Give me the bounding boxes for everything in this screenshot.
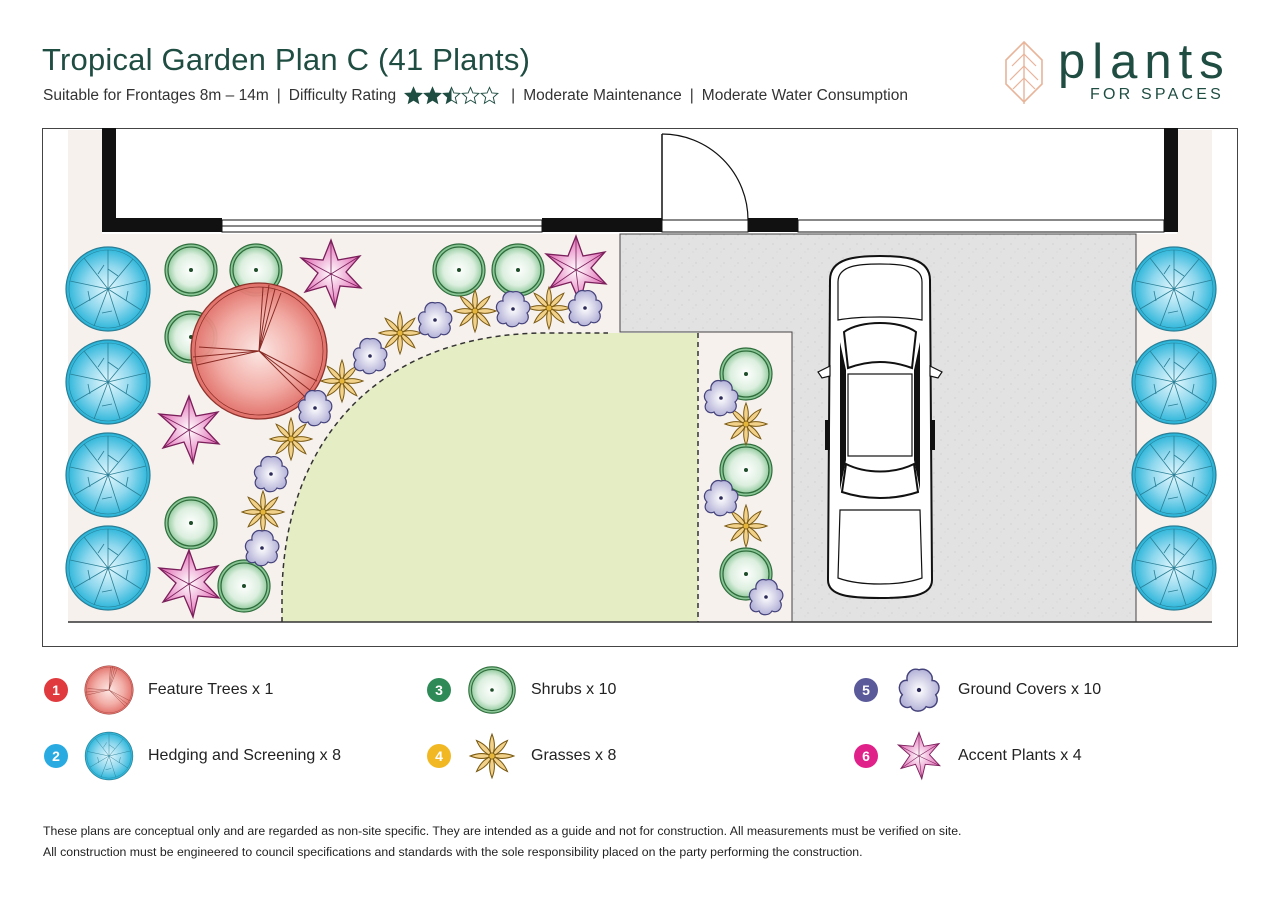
maintenance-text: Moderate Maintenance bbox=[523, 86, 682, 104]
legend-label: Grasses x 8 bbox=[531, 747, 617, 764]
hedge-plant bbox=[65, 339, 151, 425]
house-side-bed-right bbox=[1177, 130, 1212, 234]
legend-label: Ground Covers x 10 bbox=[958, 681, 1102, 698]
grass-plant bbox=[241, 490, 285, 534]
star-icon bbox=[480, 86, 499, 104]
legend-item-shrubs: 3 Shrubs x 10 bbox=[427, 665, 616, 715]
disclaimer-line: These plans are conceptual only and are … bbox=[43, 824, 962, 838]
legend-number: 4 bbox=[427, 744, 451, 768]
door-swing bbox=[661, 133, 749, 221]
logo-subtext: FOR SPACES bbox=[1090, 86, 1224, 103]
separator: | bbox=[511, 86, 516, 104]
star-icon bbox=[442, 86, 461, 104]
legend-label: Feature Trees x 1 bbox=[148, 681, 274, 698]
hedging-icon bbox=[84, 731, 134, 781]
difficulty-label: Difficulty Rating bbox=[288, 86, 397, 104]
shrub-plant bbox=[164, 496, 218, 550]
legend-number: 3 bbox=[427, 678, 451, 702]
lawn-edge bbox=[281, 332, 608, 622]
legend-number: 5 bbox=[854, 678, 878, 702]
hedge-plant bbox=[1131, 246, 1217, 332]
shrub-plant bbox=[432, 243, 486, 297]
water-text: Moderate Water Consumption bbox=[701, 86, 908, 104]
legend-number: 6 bbox=[854, 744, 878, 768]
frontage-text: Suitable for Frontages 8m – 14m bbox=[43, 86, 269, 104]
legend-label: Shrubs x 10 bbox=[531, 681, 617, 698]
grass-plant bbox=[378, 311, 422, 355]
legend-item-feature-trees: 1 Feature Trees x 1 bbox=[44, 665, 273, 715]
shrub-plant bbox=[217, 559, 271, 613]
house-outline bbox=[102, 128, 1178, 233]
hedge-plant bbox=[65, 432, 151, 518]
hedge-plant bbox=[65, 525, 151, 611]
shrub-plant bbox=[164, 243, 218, 297]
hedge-plant bbox=[1131, 432, 1217, 518]
house-side-bed-left bbox=[68, 130, 102, 234]
plan-subtitle: Suitable for Frontages 8m – 14m | Diffic… bbox=[43, 86, 908, 105]
separator: | bbox=[689, 86, 694, 104]
disclaimer-line: All construction must be engineered to c… bbox=[43, 845, 863, 859]
grass-plant bbox=[453, 289, 497, 333]
legend-label: Accent Plants x 4 bbox=[958, 747, 1082, 764]
star-icon bbox=[461, 86, 480, 104]
grass-plant bbox=[269, 417, 313, 461]
legend-number: 1 bbox=[44, 678, 68, 702]
shrub-plant bbox=[491, 243, 545, 297]
brand-logo: plants FOR SPACES bbox=[1004, 35, 1244, 108]
feature-tree-icon bbox=[84, 665, 134, 715]
hedge-plant bbox=[1131, 339, 1217, 425]
star-icon bbox=[423, 86, 442, 104]
separator: | bbox=[276, 86, 281, 104]
legend-item-hedging: 2 Hedging and Screening x 8 bbox=[44, 731, 341, 781]
legend-item-ground-covers: 5 Ground Covers x 10 bbox=[854, 665, 1101, 715]
legend-number: 2 bbox=[44, 744, 68, 768]
garden-plan bbox=[42, 128, 1238, 647]
groundcover-icon bbox=[898, 668, 940, 712]
star-icon bbox=[404, 86, 423, 104]
legend-label: Hedging and Screening x 8 bbox=[148, 747, 342, 764]
leaf-logo-icon bbox=[1005, 40, 1043, 104]
disclaimer: These plans are conceptual only and are … bbox=[43, 821, 961, 863]
page-title: Tropical Garden Plan C (41 Plants) bbox=[42, 42, 531, 77]
car-icon bbox=[817, 254, 943, 600]
hedge-plant bbox=[1131, 525, 1217, 611]
accent-plant-icon bbox=[897, 731, 941, 780]
legend-item-accent-plants: 6 Accent Plants x 4 bbox=[854, 731, 1082, 781]
difficulty-stars bbox=[404, 86, 499, 105]
legend-item-grasses: 4 Grasses x 8 bbox=[427, 731, 616, 781]
grass-plant bbox=[527, 286, 571, 330]
shrub-icon bbox=[468, 666, 516, 714]
logo-wordmark: plants bbox=[1058, 35, 1231, 89]
grass-icon bbox=[469, 733, 515, 779]
hedge-plant bbox=[65, 246, 151, 332]
lawn bbox=[282, 333, 698, 622]
